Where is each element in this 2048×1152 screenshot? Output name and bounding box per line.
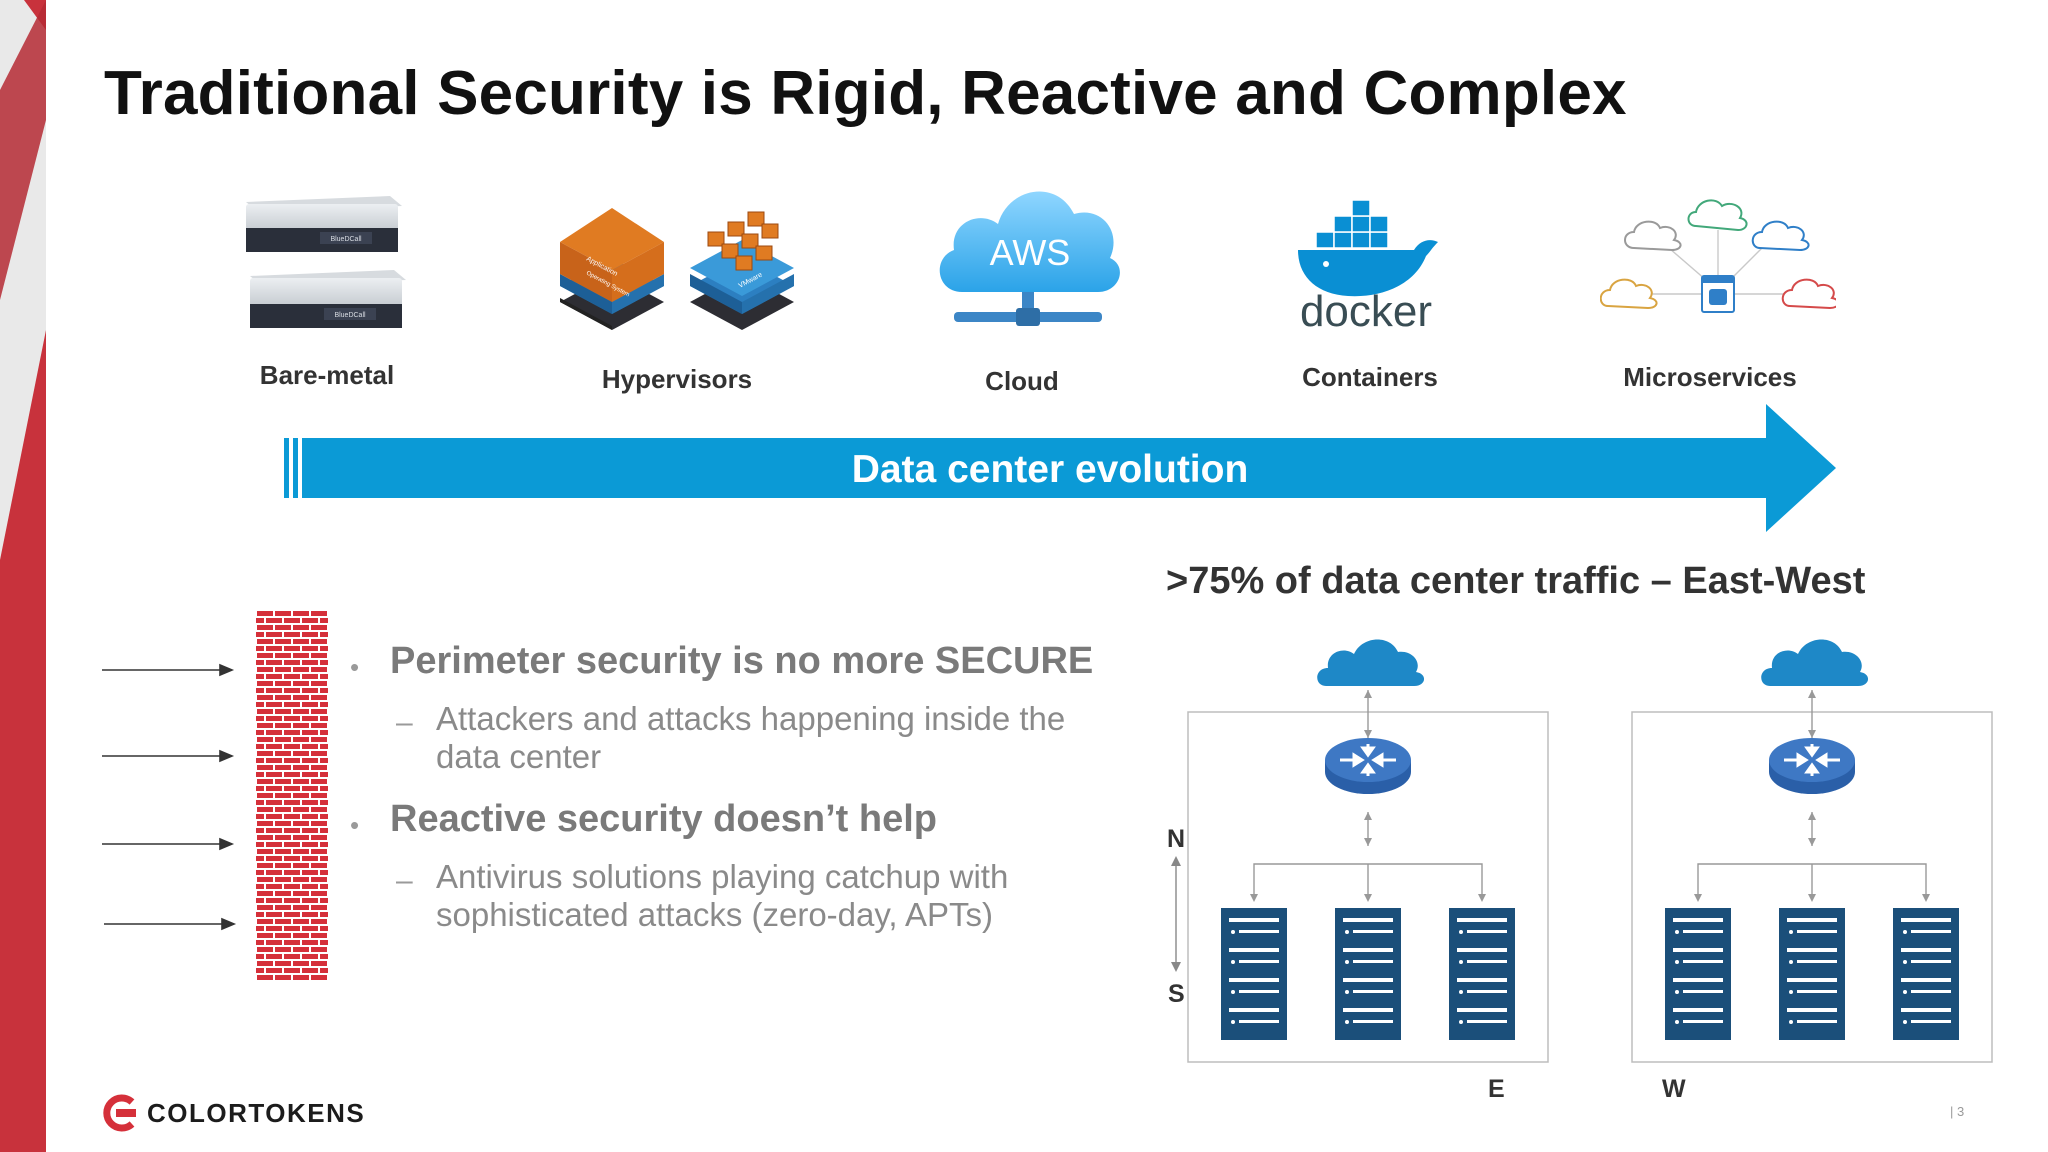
sub-bullet-attackers-line-2: data center [436, 738, 602, 775]
brick-wall-icon [256, 610, 328, 982]
sub-bullet-antivirus: Antivirus solutions playing catchup with… [436, 858, 1008, 934]
traffic-title: >75% of data center traffic – East-West [1166, 560, 1866, 602]
aws-cloud-icon: AWS [939, 191, 1120, 326]
svg-text:BlueDCall: BlueDCall [330, 236, 362, 243]
era-label-cloud: Cloud [985, 366, 1059, 396]
era-label-hypervisors: Hypervisors [601, 364, 753, 394]
bullet-marker: • [350, 810, 360, 840]
colortokens-logo-icon [103, 1094, 136, 1132]
slide-title: Traditional Security is Rigid, Reactive … [104, 59, 1627, 128]
server-rack-icon: BlueDCall BlueDCall [246, 196, 406, 328]
incoming-arrows [102, 663, 237, 931]
svg-text:BlueDCall: BlueDCall [334, 312, 366, 319]
bullet-reactive: Reactive security doesn’t help [390, 798, 937, 840]
sub-bullet-antivirus-line-1: Antivirus solutions playing catchup with [436, 858, 1009, 895]
hypervisor-stack-icon: Application Operating System VMware [560, 208, 794, 330]
docker-whale-icon: docker [1298, 199, 1438, 336]
sub-bullet-attackers: Attackers and attacks happening inside t… [436, 700, 1065, 776]
east-west-diagram [1171, 620, 2010, 1070]
bullet-perimeter: Perimeter security is no more SECURE [390, 640, 1094, 682]
sub-bullet-attackers-line-1: Attackers and attacks happening inside t… [436, 700, 1066, 737]
west-label: W [1662, 1075, 1686, 1103]
sub-bullet-antivirus-line-2: sophisticated attacks (zero-day, APTs) [436, 896, 993, 933]
evolution-arrow [284, 404, 1836, 532]
colortokens-logo-text: COLORTOKENS [147, 1098, 366, 1128]
sub-bullet-marker: – [396, 706, 413, 739]
era-label-microservices: Microservices [1623, 362, 1797, 392]
east-label: E [1488, 1075, 1505, 1103]
era-label-bare-metal: Bare-metal [259, 360, 395, 390]
era-label-containers: Containers [1302, 362, 1438, 392]
microservices-clouds-icon [1600, 199, 1836, 313]
svg-text:AWS: AWS [990, 232, 1071, 273]
left-accent-band [0, 0, 46, 1152]
bullet-marker: • [350, 652, 360, 682]
north-label: N [1167, 825, 1186, 853]
page-number: | 3 [1950, 1104, 1965, 1119]
svg-text:docker: docker [1300, 287, 1432, 336]
south-label: S [1168, 980, 1185, 1008]
evolution-arrow-label: Data center evolution [851, 448, 1249, 491]
sub-bullet-marker: – [396, 864, 413, 897]
